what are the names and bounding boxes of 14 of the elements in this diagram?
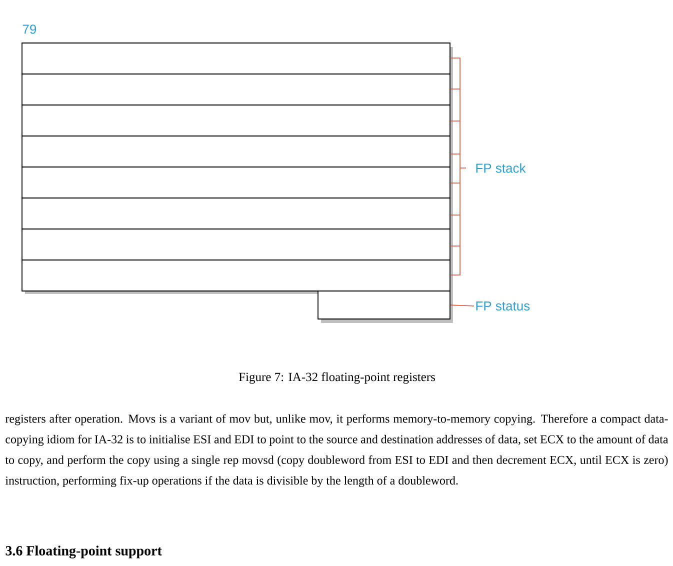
- register-box: [318, 290, 450, 320]
- register-box: [22, 136, 450, 168]
- register-label: FP status: [476, 301, 530, 311]
- register-box: [22, 104, 450, 136]
- register-box: [22, 74, 450, 106]
- section-heading: 3.6 Floating-point support: [6, 546, 162, 558]
- register-box: [22, 228, 450, 260]
- register-box: [22, 198, 450, 230]
- body-paragraph: registers after operation. Movs is a variant of mov but, unlike mov, it performs memory-to-memory copying. Therefore a compact data-copying idiom for IA-32 is to initialise ESI and EDI to point to the source and destination addresses of data, set ECX to the amount of data to copy, and perform the copy using a single rep movsd (copy doubleword from ESI to EDI and then decrement ECX, until ECX is zero) instruction, performing fix-up operations if the data is divisible by the length of a doubleword.: [5, 414, 668, 488]
- register-box: [22, 166, 450, 198]
- figure-caption: Figure 7: IA-32 floating-point registers: [238, 372, 435, 384]
- register-box: [22, 42, 450, 74]
- bracket-label: FP stack: [476, 163, 526, 173]
- leader-line: [450, 304, 474, 306]
